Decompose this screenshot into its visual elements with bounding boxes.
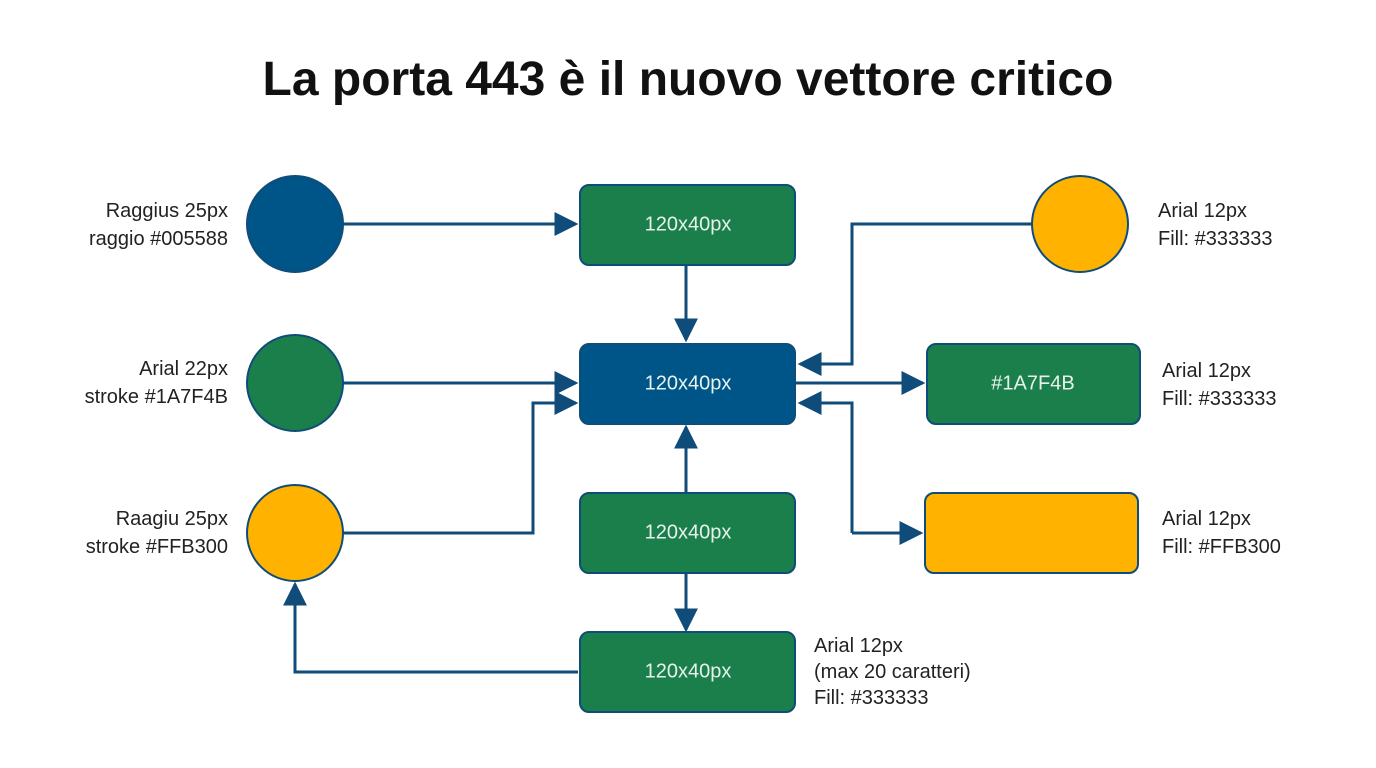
arrow-circle-top-right-to-box-center (797, 222, 1032, 376)
note-mid-left: Arial 22px stroke #1A7F4B (84, 358, 228, 408)
box-right-mid-label: #1A7F4B (991, 372, 1074, 394)
note-top-right: Arial 12px Fill: #333333 (1158, 200, 1273, 250)
box-lower-label: 120x40px (645, 521, 732, 543)
box-center-label: 120x40px (645, 372, 732, 394)
circle-mid-left (246, 334, 344, 432)
note-bot-right: Arial 12px Fill: #FFB300 (1162, 508, 1281, 558)
box-bottom (579, 631, 796, 713)
arrow-box-bottom-to-circle-bot-left (283, 581, 578, 674)
box-bottom-label: 120x40px (645, 660, 732, 682)
circle-bot-left (246, 484, 344, 582)
note-bottom-box: Arial 12px (max 20 caratteri) Fill: #333… (814, 635, 971, 709)
arrow-box-right-bot-to-box-center (797, 391, 854, 533)
arrow-circle-bot-left-to-box-center (343, 391, 579, 535)
note-bot-left: Raagiu 25px stroke #FFB300 (85, 508, 228, 558)
circle-top-left (246, 175, 344, 273)
box-top (579, 184, 796, 266)
note-top-left: Raggius 25px raggio #005588 (88, 200, 228, 250)
box-right-bot (924, 492, 1139, 574)
note-mid-right: Arial 12px Fill: #333333 (1162, 360, 1277, 410)
box-right-mid (926, 343, 1141, 425)
box-center (579, 343, 796, 425)
diagram-title: La porta 443 è il nuovo vettore critico (262, 53, 1114, 106)
box-top-label: 120x40px (645, 213, 732, 235)
circle-top-right (1031, 175, 1129, 273)
box-lower (579, 492, 796, 574)
